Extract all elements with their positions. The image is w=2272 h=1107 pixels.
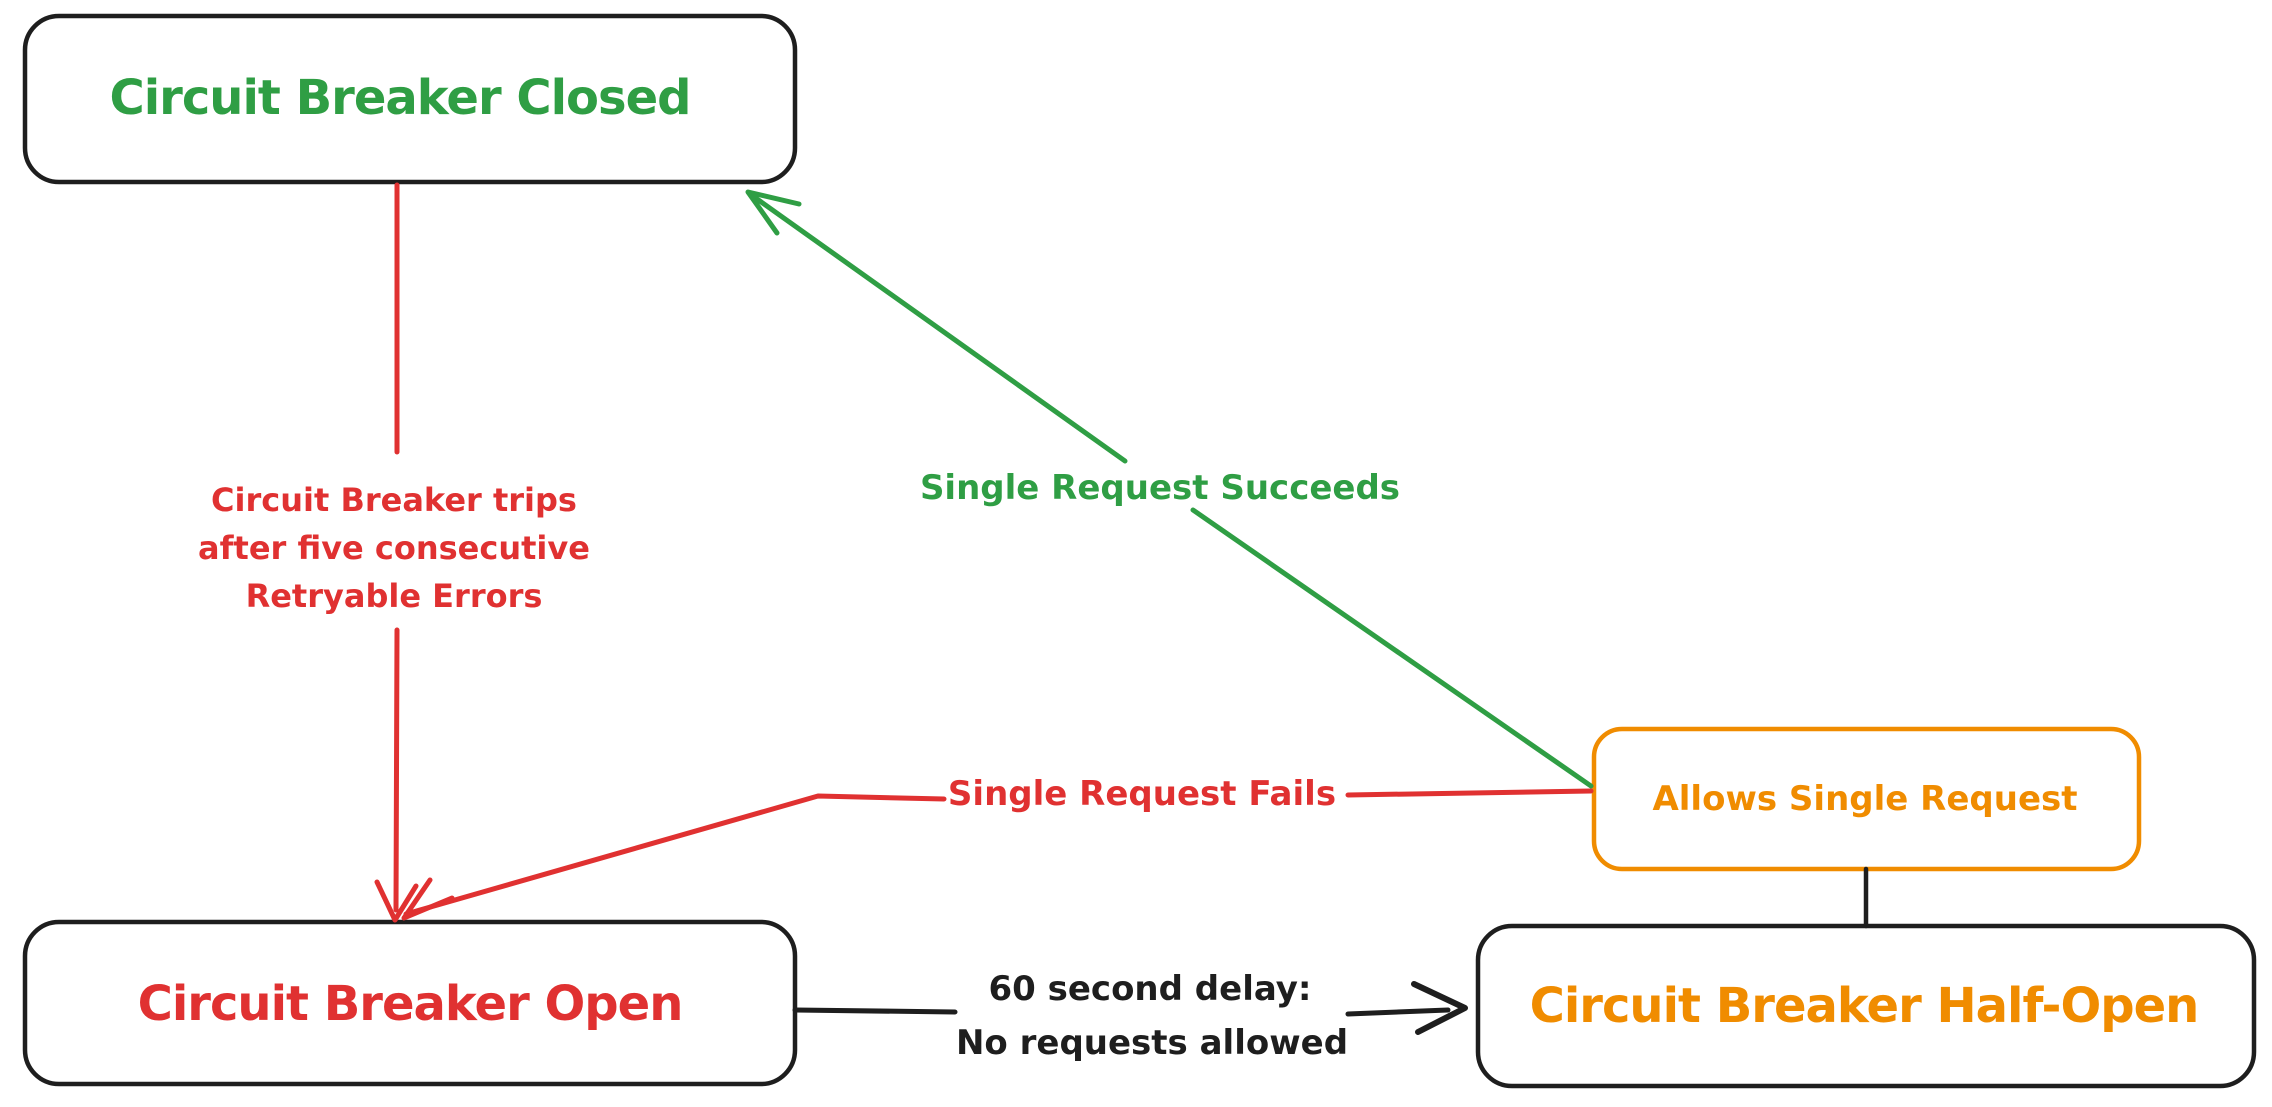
edge-fails-segment-right — [1345, 788, 1594, 798]
node-circuit-breaker-open: Circuit Breaker Open — [22, 919, 798, 1087]
edge-trip-closed-to-open — [374, 182, 419, 923]
edge-fails-arrowhead-icon — [401, 877, 455, 921]
edge-delay-label-line1: 60 second delay: — [988, 969, 1311, 1009]
edge-delay-label-line2: No requests allowed — [956, 1023, 1348, 1063]
node-allows-single-request: Allows Single Request — [1591, 726, 2142, 872]
edge-fails-segment-left — [403, 793, 947, 917]
edge-delay-segment-left — [792, 1007, 958, 1015]
node-circuit-breaker-closed: Circuit Breaker Closed — [22, 13, 798, 185]
edge-trip-label-line1: Circuit Breaker trips — [211, 481, 577, 519]
edge-trip-label-line3: Retryable Errors — [246, 577, 543, 615]
edge-single-request-succeeds — [745, 189, 1594, 789]
node-circuit-breaker-open-box — [22, 919, 798, 1087]
edge-single-request-succeeds-label: Single Request Succeeds — [920, 468, 1400, 508]
node-allows-single-request-label: Allows Single Request — [1652, 779, 2077, 819]
node-circuit-breaker-open-label: Circuit Breaker Open — [138, 976, 683, 1032]
edge-delay-arrowhead-icon — [1411, 981, 1468, 1035]
edge-succeeds-arrowhead-icon — [745, 189, 802, 236]
node-circuit-breaker-half-open-label: Circuit Breaker Half-Open — [1530, 978, 2199, 1034]
node-circuit-breaker-half-open: Circuit Breaker Half-Open — [1475, 923, 2257, 1089]
edge-delay-segment-right — [1345, 1007, 1451, 1017]
edge-delay-open-to-half-open — [792, 981, 1468, 1035]
edge-single-request-fails — [401, 788, 1594, 921]
node-circuit-breaker-closed-box — [22, 13, 798, 185]
edge-succeeds-segment-lower — [1190, 507, 1594, 789]
edge-trip-label-line2: after five consecutive — [198, 529, 590, 567]
edge-trip-shaft-lower — [393, 627, 400, 913]
edge-succeeds-segment-upper — [747, 191, 1128, 464]
edge-trip-label: Circuit Breaker trips after five consecu… — [198, 481, 590, 615]
edge-trip-arrowhead-icon — [374, 879, 419, 923]
edge-single-request-fails-label: Single Request Fails — [948, 774, 1336, 814]
node-circuit-breaker-closed-label: Circuit Breaker Closed — [110, 70, 691, 126]
edge-delay-label: 60 second delay: No requests allowed — [956, 969, 1348, 1063]
